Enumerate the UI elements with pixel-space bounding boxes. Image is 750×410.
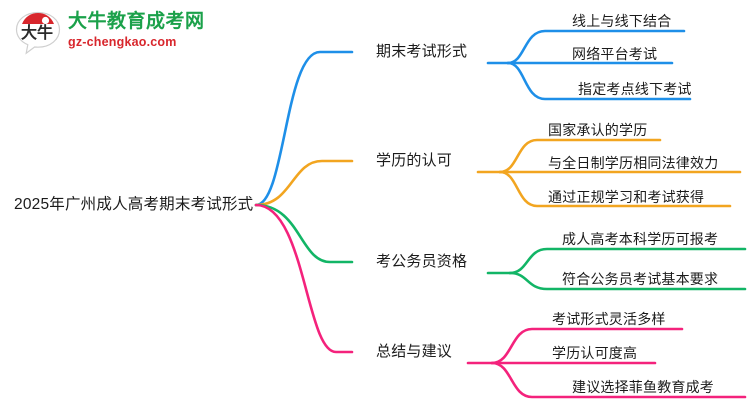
- mindmap-leaf-node-2-3[interactable]: 通过正规学习和考试获得: [548, 189, 705, 205]
- mindmap-branch-node-3[interactable]: 考公务员资格: [376, 253, 468, 270]
- speech-bubble-logo-icon: 大牛: [15, 11, 61, 55]
- root-to-branch-1-connector: [254, 50, 354, 207]
- branch-2-leaf-3-connector: [498, 170, 732, 208]
- mindmap-branch-node-1[interactable]: 期末考试形式: [376, 43, 468, 60]
- mindmap-leaf-node-1-1[interactable]: 线上与线下结合: [572, 13, 672, 29]
- branch-4-leaf-3-connector: [490, 361, 747, 399]
- svg-text:大牛: 大牛: [21, 23, 53, 42]
- mindmap-leaf-node-1-2[interactable]: 网络平台考试: [572, 46, 658, 62]
- site-logo[interactable]: 大牛 大牛教育成考网 gz-chengkao.com: [14, 8, 204, 58]
- logo-domain: gz-chengkao.com: [68, 35, 177, 49]
- branch-3-leaf-2-connector: [508, 271, 747, 291]
- mindmap-leaf-node-3-1[interactable]: 成人高考本科学历可报考: [562, 231, 719, 247]
- root-to-branch-3-connector: [254, 203, 354, 264]
- root-to-branch-4-connector: [254, 203, 354, 354]
- branch-1-leaf-3-connector: [506, 61, 692, 101]
- branch-3-leaf-1-connector: [508, 247, 747, 275]
- mindmap-branch-node-4[interactable]: 总结与建议: [376, 343, 453, 360]
- mindmap-root-node[interactable]: 2025年广州成人高考期末考试形式: [14, 196, 254, 213]
- logo-site-name: 大牛教育成考网: [68, 11, 205, 32]
- mindmap-leaf-node-2-2[interactable]: 与全日制学历相同法律效力: [548, 155, 719, 171]
- mindmap-leaf-node-1-3[interactable]: 指定考点线下考试: [578, 81, 692, 97]
- mindmap-branch-node-2[interactable]: 学历的认可: [376, 152, 453, 169]
- root-to-branch-2-connector: [254, 159, 354, 207]
- mindmap-leaf-node-3-2[interactable]: 符合公务员考试基本要求: [562, 271, 719, 287]
- mindmap-leaf-node-2-1[interactable]: 国家承认的学历: [548, 122, 648, 138]
- logo-text-block: 大牛教育成考网 gz-chengkao.com: [68, 11, 208, 50]
- mindmap-leaf-node-4-1[interactable]: 考试形式灵活多样: [552, 311, 666, 327]
- mindmap-leaf-node-4-3[interactable]: 建议选择菲鱼教育成考: [572, 379, 714, 395]
- mindmap-leaf-node-4-2[interactable]: 学历认可度高: [552, 345, 638, 361]
